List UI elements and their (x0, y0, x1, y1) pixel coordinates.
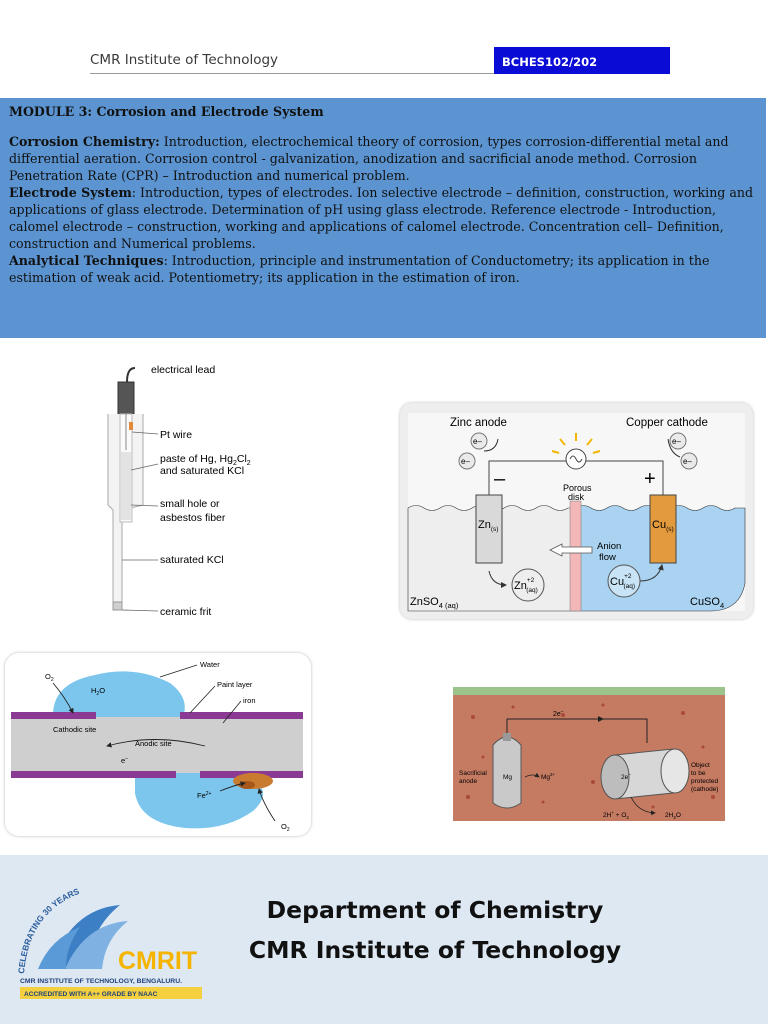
label-small-hole: small hole or (160, 498, 220, 510)
label-electrical-lead: electrical lead (151, 364, 215, 376)
module-syllabus-box: MODULE 3: Corrosion and Electrode System… (0, 98, 766, 338)
header-institute: CMR Institute of Technology (90, 52, 279, 68)
label-electron: e– (121, 756, 128, 765)
label-copper-cathode: Copper cathode (626, 417, 708, 429)
label-o2: O2 (45, 672, 54, 683)
label-h2o: H2O (91, 686, 105, 697)
module-title: MODULE 3: Corrosion and Electrode System (9, 104, 324, 119)
department-block: Department of Chemistry CMR Institute of… (230, 890, 640, 970)
plus-sign: + (644, 468, 656, 490)
section-electrode-system: Electrode System: Introduction, types of… (9, 184, 754, 252)
galvanic-cell-figure: Zinc anode Copper cathode e– e– e– e– – … (400, 403, 753, 619)
label-mg: Mg (503, 774, 512, 781)
label-porous: Porous (563, 483, 592, 493)
label-cuso4: CuSO4 (690, 596, 724, 610)
label-pipe-electron: 2e– (621, 772, 631, 781)
section-text: : Introduction, principle and instrument… (9, 253, 710, 285)
section-heading: Analytical Techniques (9, 253, 164, 268)
footer-band: CELEBRATING 30 YEARS CMRIT CMR INSTITUTE… (0, 855, 768, 1024)
label-o2-bottom: O2 (281, 822, 290, 833)
logo-accreditation: ACCREDITED WITH A++ GRADE BY NAAC (24, 991, 158, 998)
logo-brand: CMRIT (118, 947, 197, 975)
label-sacrificial: Sacrificial (459, 770, 487, 777)
electron-symbol: e– (672, 437, 681, 446)
section-heading: Corrosion Chemistry: (9, 134, 160, 149)
label-asbestos: asbestos fiber (160, 512, 226, 524)
logo-subtitle: CMR INSTITUTE OF TECHNOLOGY, BENGALURU. (20, 978, 182, 985)
header-divider (90, 73, 670, 74)
department-name: Department of Chemistry (266, 896, 604, 924)
label-water: Water (200, 660, 220, 669)
course-code-badge: BCHES102/202 (494, 47, 670, 74)
label-ceramic-frit: ceramic frit (160, 606, 211, 616)
section-text: : Introduction, types of electrodes. Ion… (9, 185, 754, 251)
label-protected: protected (691, 778, 718, 785)
label-object: Object (691, 762, 710, 769)
logo-graphic: CELEBRATING 30 YEARS CMRIT CMR INSTITUTE… (16, 886, 202, 999)
label-anion: Anion (597, 541, 621, 552)
label-znso4: ZnSO4 (aq) (410, 596, 459, 610)
label-cathodic-site: Cathodic site (53, 725, 96, 734)
label-pt-wire: Pt wire (160, 429, 192, 441)
label-electron-flow: 2e– (553, 709, 564, 718)
section-analytical-techniques: Analytical Techniques: Introduction, pri… (9, 252, 754, 286)
cmrit-logo: CELEBRATING 30 YEARS CMRIT CMR INSTITUTE… (10, 869, 210, 1019)
label-paint-layer: Paint layer (217, 680, 253, 689)
section-corrosion-chemistry: Corrosion Chemistry: Introduction, elect… (9, 133, 754, 184)
label-cu-ion: Cu+2(aq) (610, 573, 635, 590)
label-paste-kcl: and saturated KCl (160, 465, 244, 477)
calomel-electrode-diagram: electrical lead Pt wire paste of Hg, Hg2… (107, 364, 251, 616)
label-iron: iron (243, 696, 256, 705)
label-cathode: (cathode) (691, 786, 718, 793)
label-anode: anode (459, 778, 477, 785)
label-to-be: to be (691, 770, 706, 777)
label-zn-electrode: Zn(s) (478, 519, 498, 533)
minus-sign: – (494, 468, 506, 490)
label-reactants: 2H+ + O2 (603, 810, 629, 820)
label-disk: disk (568, 492, 585, 502)
electron-symbol: e– (461, 457, 470, 466)
electron-symbol: e– (473, 437, 482, 446)
label-fe-ion: Fe2+ (197, 791, 212, 800)
label-product: 2H2O (665, 812, 681, 820)
galvanic-cell-diagram: Zinc anode Copper cathode e– e– e– e– – … (407, 413, 746, 612)
label-flow: flow (599, 552, 616, 563)
section-heading: Electrode System (9, 185, 132, 200)
label-paste: paste of Hg, Hg2Cl2 (160, 453, 251, 467)
sacrificial-anode-diagram: 2e– Sacrificial anode Mg Mg2+ 2e– Object… (453, 687, 725, 821)
label-anodic-site: Anodic site (135, 739, 172, 748)
label-cu-electrode: Cu(s) (652, 519, 674, 533)
label-zinc-anode: Zinc anode (450, 417, 507, 429)
electron-symbol: e– (683, 457, 692, 466)
section-text: Introduction, electrochemical theory of … (9, 134, 729, 183)
footer-institute-name: CMR Institute of Technology (248, 936, 622, 964)
paint-corrosion-diagram: Water Paint layer iron O2 H2O Cathodic s… (11, 660, 303, 833)
sacrificial-anode-figure: 2e– Sacrificial anode Mg Mg2+ 2e– Object… (453, 687, 725, 821)
paint-corrosion-figure: Water Paint layer iron O2 H2O Cathodic s… (5, 653, 311, 836)
label-zn-ion: Zn+2(aq) (514, 577, 538, 594)
label-mg-ion: Mg2+ (541, 772, 556, 781)
label-saturated-kcl: saturated KCl (160, 554, 224, 566)
calomel-electrode-figure: electrical lead Pt wire paste of Hg, Hg2… (103, 360, 251, 616)
